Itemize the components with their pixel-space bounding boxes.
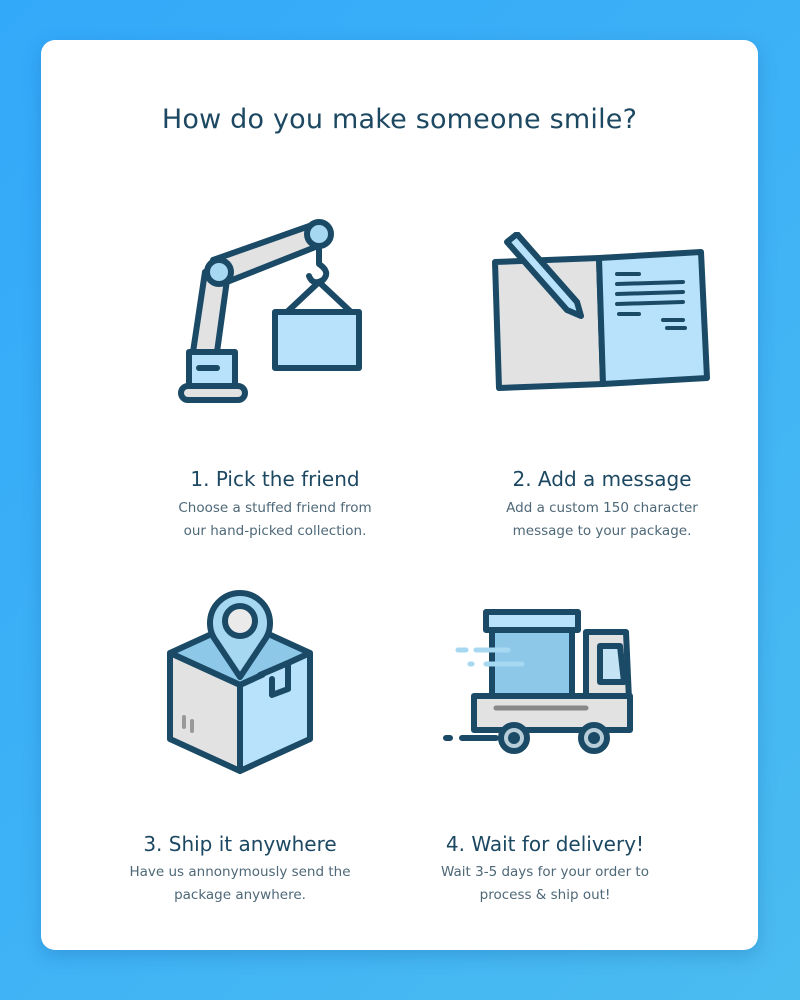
step-title: 3. Ship it anywhere (143, 832, 337, 856)
step-title: 1. Pick the friend (190, 467, 360, 491)
step-description: Add a custom 150 character message to yo… (506, 500, 698, 539)
notebook-pencil-icon (492, 232, 710, 391)
page-title: How do you make someone smile? (161, 104, 638, 135)
step-description: Choose a stuffed friend from our hand-pi… (178, 500, 372, 539)
delivery-truck-icon (443, 609, 633, 754)
step-description: Have us annonymously send the package an… (129, 864, 351, 903)
step-title: 4. Wait for delivery! (445, 832, 645, 856)
box-location-pin-icon (167, 590, 313, 774)
robotic-arm-icon (178, 219, 362, 403)
step-title: 2. Add a message (512, 467, 692, 491)
how-it-works-card: How do you make someone smile? (41, 40, 758, 950)
step-description: Wait 3-5 days for your order to process … (441, 864, 649, 903)
